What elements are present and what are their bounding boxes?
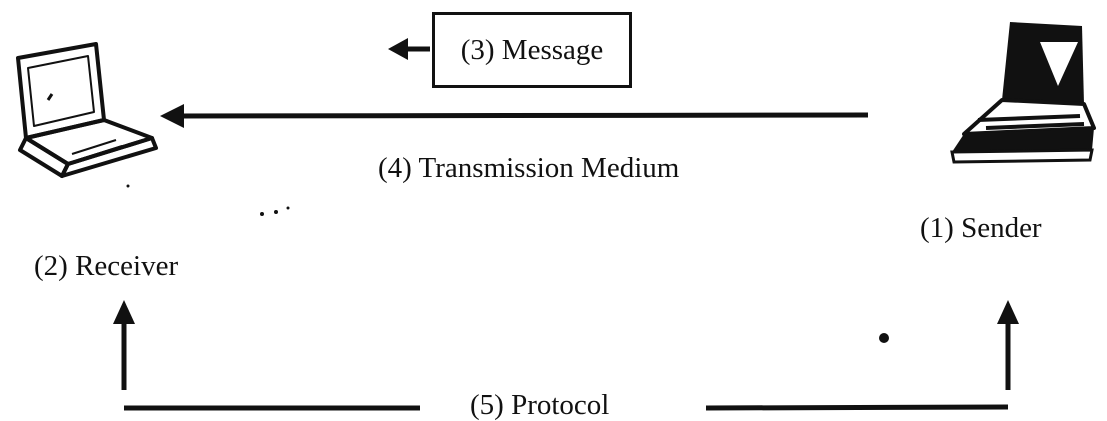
receiver-label: (2) Receiver [34, 250, 179, 282]
receiver-protocol-arrowhead [113, 300, 135, 324]
sender-label: (1) Sender [920, 212, 1042, 244]
message-box: (3) Message [432, 12, 632, 88]
receiver-laptop-icon [16, 42, 158, 178]
protocol-connector [121, 320, 1011, 411]
sender-laptop-icon [950, 22, 1096, 164]
message-label: (3) Message [460, 33, 604, 66]
transmission-medium-label: (4) Transmission Medium [378, 152, 680, 184]
protocol-label: (5) Protocol [470, 389, 610, 421]
transmission-medium-arrow [160, 104, 869, 128]
sender-protocol-arrowhead [997, 300, 1019, 324]
scan-specks [126, 184, 889, 343]
message-arrow [388, 38, 430, 60]
